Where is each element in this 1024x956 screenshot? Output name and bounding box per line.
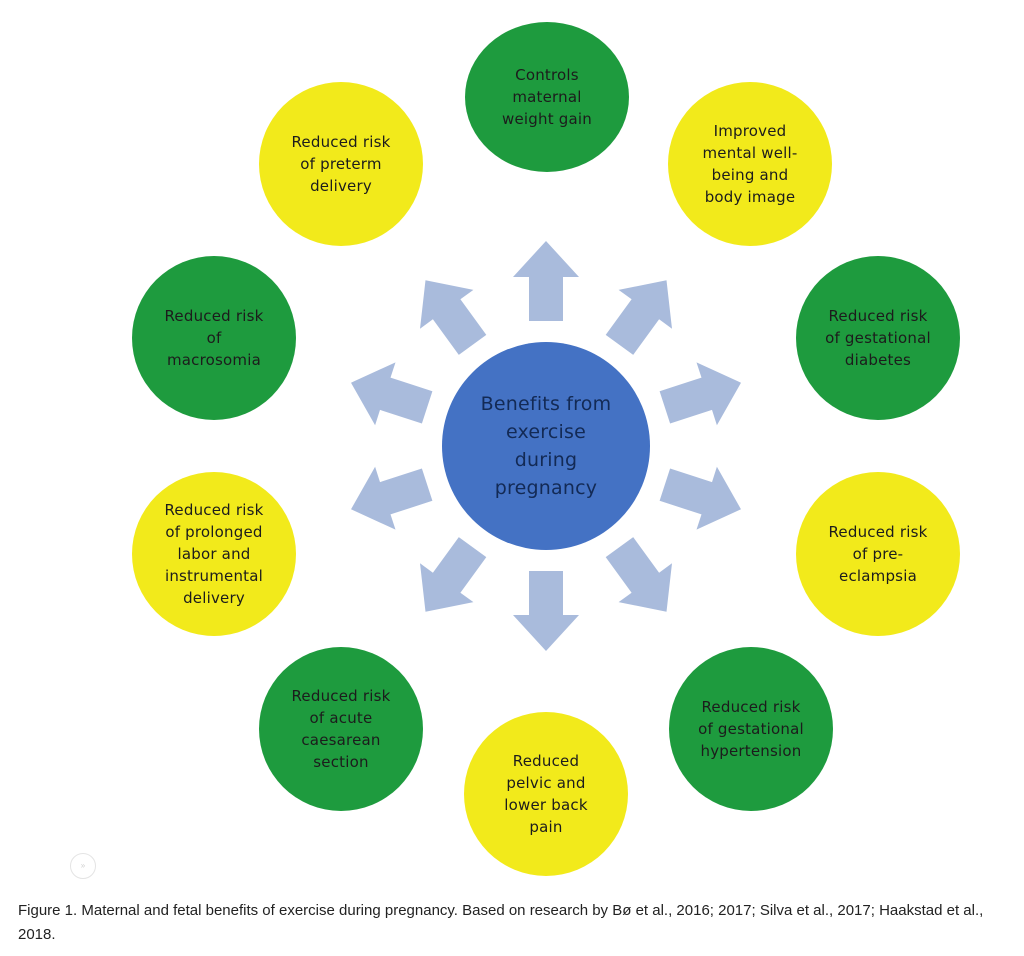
benefit-label: Reduced risk of macrosomia xyxy=(164,307,264,369)
arrow-prolonged-labor xyxy=(351,466,433,530)
benefits-diagram: Benefits from exercise during pregnancy … xyxy=(70,22,960,879)
benefit-preterm-delivery: Reduced risk of preterm delivery xyxy=(259,82,423,246)
arrow-preterm-delivery xyxy=(420,280,487,355)
benefit-label: Improved mental well- being and body ima… xyxy=(702,122,798,206)
benefit-label: Reduced risk of prolonged labor and inst… xyxy=(164,501,264,607)
watermark-icon: » xyxy=(70,853,96,879)
benefit-label: Reduced pelvic and lower back pain xyxy=(504,752,588,836)
benefit-label: Reduced risk of gestational hypertension xyxy=(698,698,804,760)
benefit-label: Reduced risk of pre- eclampsia xyxy=(828,523,928,585)
arrow-pelvic-back-pain xyxy=(513,571,579,651)
benefit-label: Reduced risk of preterm delivery xyxy=(291,133,391,195)
benefit-prolonged-labor: Reduced risk of prolonged labor and inst… xyxy=(132,472,296,636)
arrow-macrosomia xyxy=(351,362,433,426)
benefit-mental-wellbeing: Improved mental well- being and body ima… xyxy=(668,82,832,246)
arrow-gestational-diabetes xyxy=(659,362,741,426)
figure-caption: Figure 1. Maternal and fetal benefits of… xyxy=(18,902,984,943)
benefit-label: Controls maternal weight gain xyxy=(502,66,592,128)
benefit-caesarean-section: Reduced risk of acute caesarean section xyxy=(259,647,423,811)
benefit-pre-eclampsia: Reduced risk of pre- eclampsia xyxy=(796,472,960,636)
benefit-weight-gain: Controls maternal weight gain xyxy=(465,22,629,172)
benefit-label: Reduced risk of gestational diabetes xyxy=(825,307,931,369)
benefit-label: Reduced risk of acute caesarean section xyxy=(291,687,391,771)
arrow-caesarean-section xyxy=(420,537,487,612)
arrows-layer xyxy=(351,241,741,651)
arrow-mental-wellbeing xyxy=(605,280,672,355)
arrow-gestational-hypertension xyxy=(605,537,672,612)
benefit-gestational-hypertension: Reduced risk of gestational hypertension xyxy=(669,647,833,811)
center-circle: Benefits from exercise during pregnancy xyxy=(442,342,650,550)
benefit-pelvic-back-pain: Reduced pelvic and lower back pain xyxy=(464,712,628,876)
center-label: Benefits from exercise during pregnancy xyxy=(480,393,612,499)
benefit-macrosomia: Reduced risk of macrosomia xyxy=(132,256,296,420)
arrow-pre-eclampsia xyxy=(659,466,741,530)
arrow-weight-gain xyxy=(513,241,579,321)
benefit-gestational-diabetes: Reduced risk of gestational diabetes xyxy=(796,256,960,420)
